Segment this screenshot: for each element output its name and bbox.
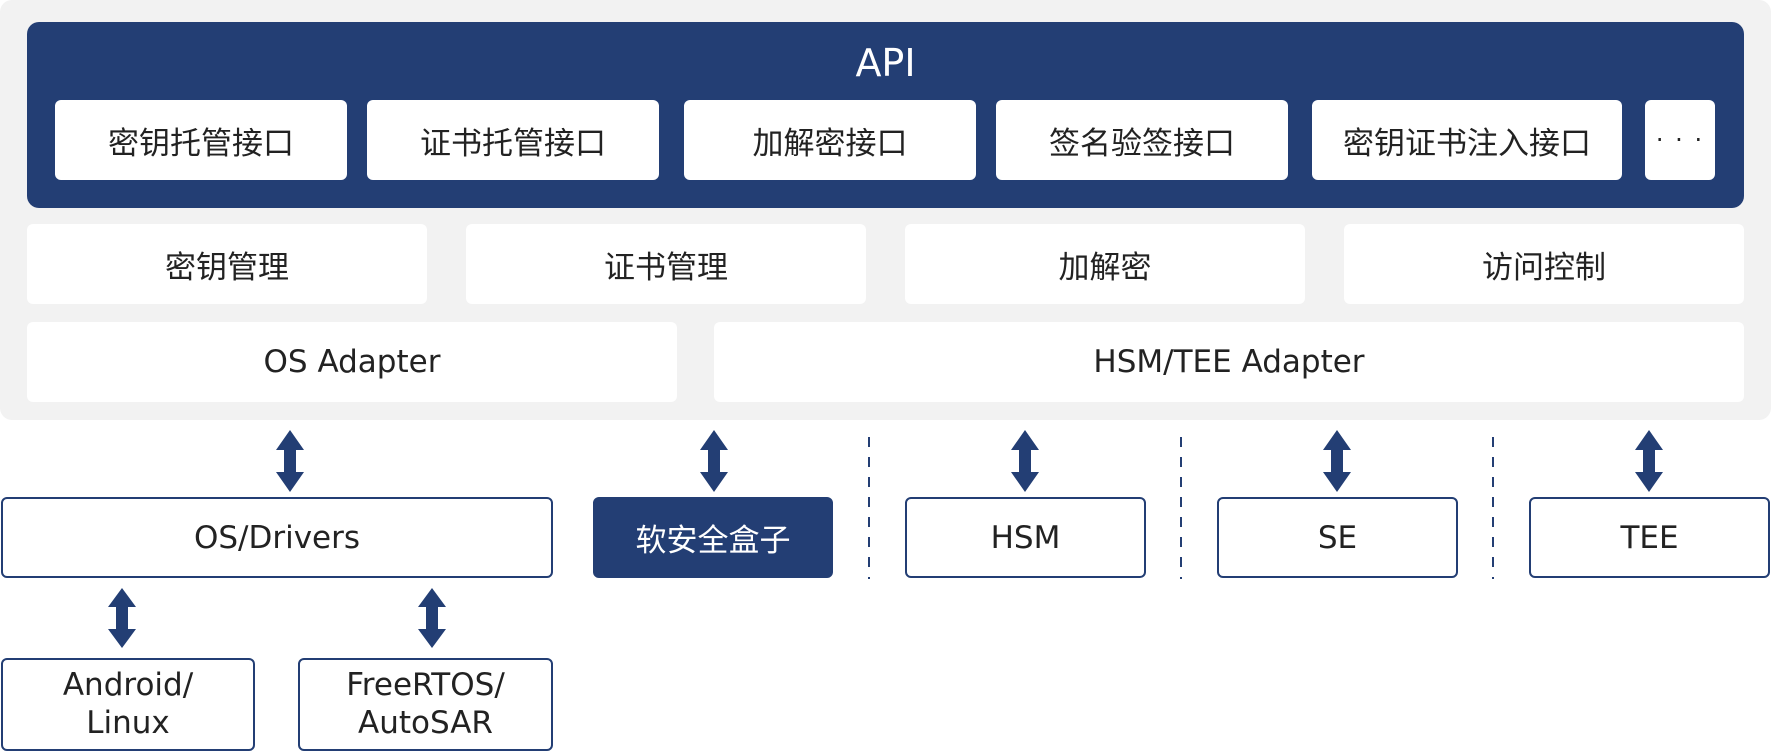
hsm-box: HSM [905, 497, 1146, 578]
module-key-management: 密钥管理 [27, 224, 427, 304]
api-encrypt-decrypt-interface: 加解密接口 [684, 100, 976, 180]
module-encrypt-decrypt: 加解密 [905, 224, 1305, 304]
android-arrow [108, 588, 136, 648]
android-label: Android/ [62, 667, 194, 704]
se-arrow [1323, 430, 1351, 492]
freertos-label: FreeRTOS/ [346, 667, 505, 704]
hsm-arrow [1011, 430, 1039, 492]
os-adapter-arrow [276, 430, 304, 492]
os-adapter: OS Adapter [27, 322, 677, 402]
separator-line [1180, 437, 1182, 579]
api-title: API [855, 41, 916, 85]
api-more-ellipsis: · · · [1645, 100, 1715, 180]
api-cert-escrow-interface: 证书托管接口 [367, 100, 659, 180]
api-key-cert-inject-interface: 密钥证书注入接口 [1312, 100, 1622, 180]
se-box: SE [1217, 497, 1458, 578]
api-key-escrow-interface: 密钥托管接口 [55, 100, 347, 180]
hsm-tee-adapter: HSM/TEE Adapter [714, 322, 1744, 402]
module-access-control: 访问控制 [1344, 224, 1744, 304]
soft-security-box: 软安全盒子 [593, 497, 833, 578]
linux-label: Linux [86, 704, 170, 741]
os-drivers-box: OS/Drivers [1, 497, 553, 578]
android-linux-box: Android/ Linux [1, 658, 255, 751]
autosar-label: AutoSAR [358, 704, 493, 741]
freertos-autosar-box: FreeRTOS/ AutoSAR [298, 658, 553, 751]
api-sign-verify-interface: 签名验签接口 [996, 100, 1288, 180]
soft-box-arrow [700, 430, 728, 492]
freertos-arrow [418, 588, 446, 648]
separator-line [868, 437, 870, 579]
tee-box: TEE [1529, 497, 1770, 578]
separator-line [1492, 437, 1494, 579]
tee-arrow [1635, 430, 1663, 492]
module-cert-management: 证书管理 [466, 224, 866, 304]
